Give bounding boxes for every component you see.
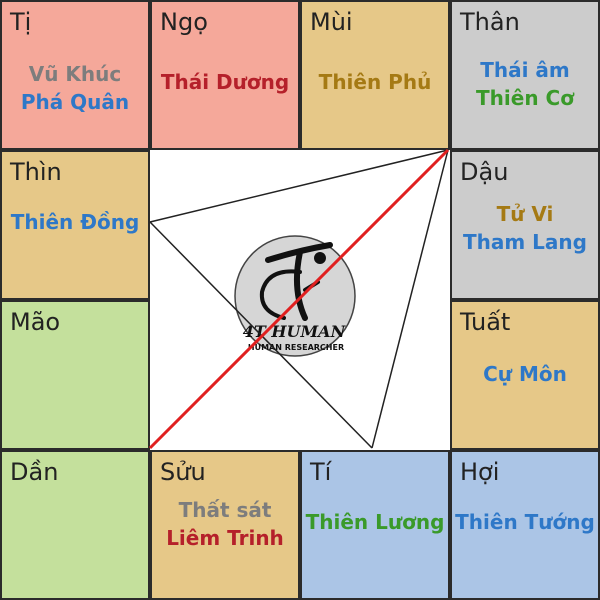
star-label: Thiên Lương — [305, 510, 445, 534]
palace-name: Sửu — [160, 458, 206, 486]
palace-ngo: Ngọ Thái Dương — [152, 2, 298, 148]
star-label: Thái Dương — [160, 70, 290, 94]
palace-name: Dậu — [460, 158, 509, 186]
palace-name: Thìn — [10, 158, 62, 186]
palace-name: Mùi — [310, 8, 353, 36]
star-label: Thiên Cơ — [476, 86, 574, 110]
palace-mui: Mùi Thiên Phủ — [302, 2, 448, 148]
star-label: Thiên Phủ — [318, 70, 432, 94]
star-label: Tham Lang — [463, 230, 587, 254]
star-label: Thất sát — [178, 498, 272, 522]
triangle-edge — [149, 149, 449, 223]
palace-name: Dần — [10, 458, 59, 486]
palace-thin: Thìn Thiên Đồng — [2, 152, 148, 298]
palace-name: Mão — [10, 308, 61, 336]
palace-hoi: Hợi Thiên Tướng — [452, 452, 598, 598]
palace-mao: Mão — [2, 302, 148, 448]
palace-dan: Dần — [2, 452, 148, 598]
star-label: Phá Quân — [20, 90, 130, 114]
palace-name: Tí — [310, 458, 332, 486]
palace-ti-top: Tị Vũ Khúc Phá Quân — [2, 2, 148, 148]
logo-brand: 4T HUMAN — [243, 322, 347, 341]
star-label: Vũ Khúc — [28, 62, 122, 86]
triangle-edge — [371, 149, 449, 449]
star-label: Thái âm — [480, 58, 570, 82]
palace-ti-bottom: Tí Thiên Lương — [302, 452, 448, 598]
logo: 4T HUMAN HUMAN RESEARCHER — [234, 235, 356, 357]
palace-name: Thân — [460, 8, 520, 36]
star-label: Liêm Trinh — [166, 526, 284, 550]
palace-tuat: Tuất Cự Môn — [452, 302, 598, 448]
star-label: Thiên Đồng — [10, 210, 140, 234]
star-label: Thiên Tướng — [455, 510, 595, 534]
palace-name: Tuất — [460, 308, 511, 336]
logo-circle — [234, 235, 356, 357]
diagonal-line — [148, 148, 450, 450]
palace-name: Tị — [10, 8, 32, 36]
logo-tagline: HUMAN RESEARCHER — [248, 343, 344, 352]
palace-dau: Dậu Tử Vi Tham Lang — [452, 152, 598, 298]
star-label: Tử Vi — [496, 202, 554, 226]
palace-suu: Sửu Thất sát Liêm Trinh — [152, 452, 298, 598]
palace-name: Hợi — [460, 458, 500, 486]
palace-than: Thân Thái âm Thiên Cơ — [452, 2, 598, 148]
palace-name: Ngọ — [160, 8, 208, 36]
star-label: Cự Môn — [483, 362, 567, 386]
